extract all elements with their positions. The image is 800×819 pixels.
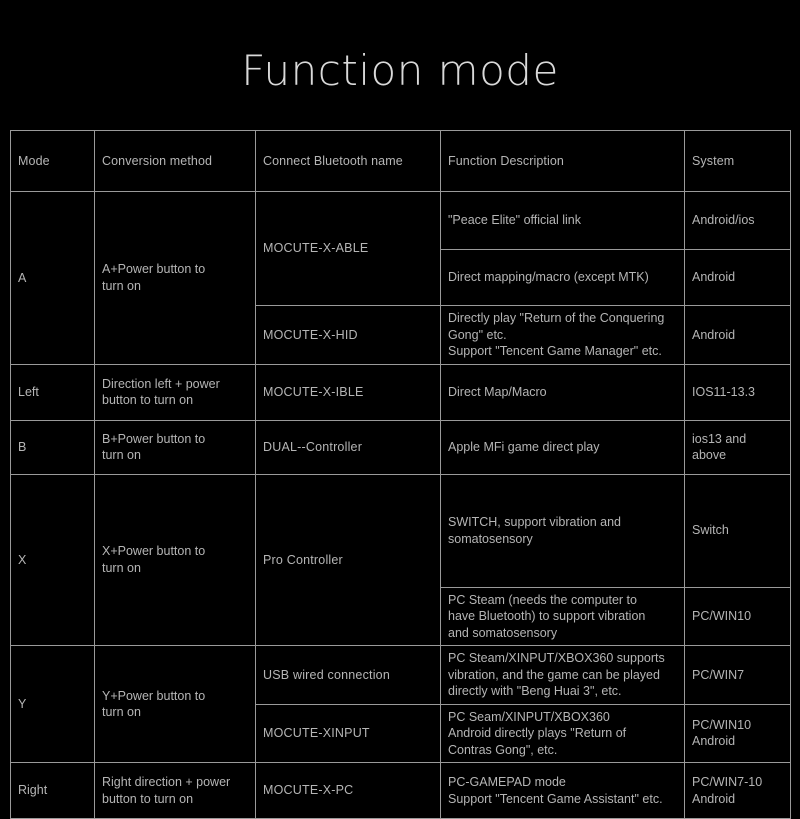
table-header: Mode Conversion method Connect Bluetooth… bbox=[10, 130, 791, 192]
system-cell: PC/WIN10 Android bbox=[684, 703, 791, 763]
conversion-method-cell: A+Power button to turn on bbox=[94, 191, 256, 365]
function-description-cell: SWITCH, support vibration and somatosens… bbox=[440, 473, 685, 588]
table-row: Direct mapping/macro (except MTK)Android bbox=[11, 249, 791, 306]
bluetooth-name-cell: MOCUTE-X-ABLE bbox=[255, 191, 441, 306]
conversion-method-cell: Y+Power button to turn on bbox=[94, 645, 256, 763]
function-description-cell: "Peace Elite" official link bbox=[440, 191, 685, 250]
system-cell: ios13 and above bbox=[684, 419, 791, 475]
system-cell: PC/WIN10 bbox=[684, 586, 791, 646]
mode-cell-y: Y bbox=[10, 645, 95, 763]
function-description-cell: Apple MFi game direct play bbox=[440, 419, 685, 475]
column-header-connect-bluetooth-name: Connect Bluetooth name bbox=[255, 130, 441, 192]
conversion-method-cell: B+Power button to turn on bbox=[94, 419, 256, 475]
column-header-function-description: Function Description bbox=[440, 130, 685, 192]
column-header-mode: Mode bbox=[10, 130, 95, 192]
mode-cell-a: A bbox=[10, 191, 95, 365]
function-description-cell: PC Steam (needs the computer to have Blu… bbox=[440, 586, 685, 646]
bluetooth-name-cell: MOCUTE-X-IBLE bbox=[255, 363, 441, 421]
function-description-cell: Direct mapping/macro (except MTK) bbox=[440, 249, 685, 306]
function-description-cell: PC Steam/XINPUT/XBOX360 supports vibrati… bbox=[440, 645, 685, 705]
mode-cell-left: Left bbox=[10, 363, 95, 421]
system-cell: Switch bbox=[684, 473, 791, 588]
function-mode-table: Mode Conversion method Connect Bluetooth… bbox=[10, 130, 791, 819]
function-description-cell: Direct Map/Macro bbox=[440, 363, 685, 421]
function-description-cell: Directly play "Return of the Conquering … bbox=[440, 305, 685, 365]
mode-cell-b: B bbox=[10, 419, 95, 475]
conversion-method-cell: X+Power button to turn on bbox=[94, 473, 256, 646]
bluetooth-name-cell: MOCUTE-X-HID bbox=[255, 305, 441, 365]
function-description-cell: PC Seam/XINPUT/XBOX360 Android directly … bbox=[440, 703, 685, 763]
page-title: Function mode bbox=[241, 46, 559, 95]
column-header-system: System bbox=[684, 130, 791, 192]
system-cell: PC/WIN7-10 Android bbox=[684, 762, 791, 819]
mode-cell-x: X bbox=[10, 473, 95, 646]
conversion-method-cell: Direction left + power button to turn on bbox=[94, 363, 256, 421]
bluetooth-name-cell: USB wired connection bbox=[255, 645, 441, 705]
conversion-method-cell: Right direction + power button to turn o… bbox=[94, 762, 256, 819]
table-header-row: Mode Conversion method Connect Bluetooth… bbox=[10, 130, 791, 192]
system-cell: IOS11-13.3 bbox=[684, 363, 791, 421]
bluetooth-name-cell: DUAL--Controller bbox=[255, 419, 441, 475]
system-cell: Android bbox=[684, 305, 791, 365]
bluetooth-name-cell: Pro Controller bbox=[255, 473, 441, 646]
mode-cell-right: Right bbox=[10, 762, 95, 819]
column-header-conversion-method: Conversion method bbox=[94, 130, 256, 192]
table-row: PC Steam (needs the computer to have Blu… bbox=[11, 586, 791, 646]
bluetooth-name-cell: MOCUTE-X-PC bbox=[255, 762, 441, 819]
bluetooth-name-cell: MOCUTE-XINPUT bbox=[255, 703, 441, 763]
system-cell: Android/ios bbox=[684, 191, 791, 250]
system-cell: PC/WIN7 bbox=[684, 645, 791, 705]
system-cell: Android bbox=[684, 249, 791, 306]
function-description-cell: PC-GAMEPAD mode Support "Tencent Game As… bbox=[440, 762, 685, 819]
